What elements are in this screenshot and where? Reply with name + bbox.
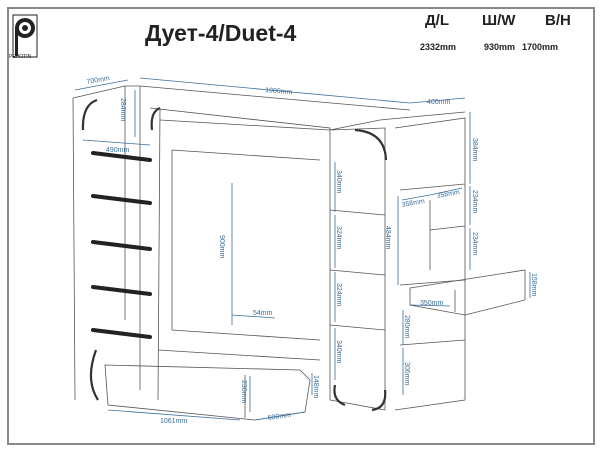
- dim-284: 284mm: [119, 98, 126, 122]
- page-title: Дует-4/Duet-4: [145, 20, 297, 46]
- ladder-rung: [91, 285, 152, 296]
- ladder-rung: [91, 151, 152, 162]
- dim-400: 400mm: [427, 99, 451, 106]
- ladder-rung: [91, 194, 152, 205]
- dim-484: 484mm: [384, 226, 391, 250]
- dim-1061: 1061mm: [160, 418, 187, 425]
- side-drawer: [409, 269, 526, 316]
- dim-600: 600mm: [267, 412, 291, 422]
- bookcase: [329, 111, 466, 411]
- width-label: Ш/W: [482, 12, 516, 29]
- ladder-rung: [91, 328, 152, 339]
- height-label: В/H: [545, 12, 571, 29]
- dim-230: 230mm: [240, 380, 247, 404]
- dim-350: 350mm: [420, 300, 444, 307]
- dim-1900: 1900mm: [265, 87, 293, 96]
- brand-name: PEHOTIN: [9, 54, 32, 60]
- dim-384: 384mm: [471, 138, 478, 162]
- dim-280: 280mm: [403, 315, 410, 339]
- dim-234-upper: 234mm: [471, 190, 478, 214]
- dim-54: 54mm: [253, 310, 273, 317]
- ladder-rung: [91, 240, 152, 251]
- dim-306: 306mm: [403, 362, 410, 386]
- dimension-lines: [74, 77, 531, 421]
- dim-324-lower: 324mm: [335, 283, 342, 307]
- length-value: 2332mm: [420, 42, 457, 52]
- brand-logo: [12, 14, 38, 58]
- height-value: 1700mm: [522, 42, 559, 52]
- dim-158: 158mm: [530, 273, 537, 297]
- dim-234-lower: 234mm: [471, 232, 478, 256]
- furniture-outline: [72, 85, 526, 421]
- length-label: Д/L: [425, 12, 450, 29]
- dim-700: 700mm: [86, 75, 110, 86]
- dim-358-side: 358mm: [436, 189, 460, 200]
- dim-324-upper: 324mm: [335, 226, 342, 250]
- dim-900: 900mm: [218, 235, 225, 259]
- dim-358-front: 358mm: [401, 198, 425, 209]
- width-value: 930mm: [484, 42, 516, 52]
- dim-340-top: 340mm: [335, 170, 342, 194]
- dim-490: 490mm: [106, 147, 130, 154]
- dimension-labels: 700mm 1900mm 400mm 284mm 490mm 384mm 358…: [86, 75, 537, 425]
- sheet-border: [7, 7, 595, 445]
- dim-340-bottom: 340mm: [335, 340, 342, 364]
- dim-148: 148mm: [312, 375, 319, 399]
